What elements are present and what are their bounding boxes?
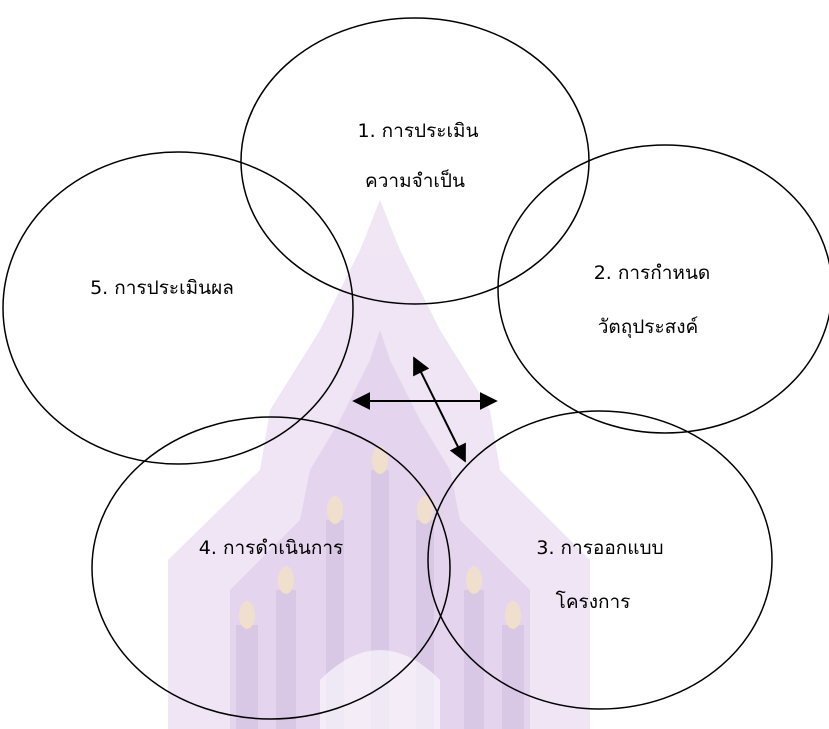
node-1-label-line2: ความจำเป็น — [365, 168, 465, 192]
circle-node-4 — [91, 416, 451, 720]
circle-node-2 — [497, 144, 829, 434]
circle-node-5 — [2, 151, 354, 465]
node-3-label-line2: โครงการ — [556, 590, 631, 613]
circle-node-3 — [427, 410, 773, 710]
watermark-emblem — [168, 200, 590, 729]
node-3-label-line1: 3. การออกแบบ — [536, 537, 663, 559]
circle-node-1 — [240, 17, 590, 305]
node-4-label: 4. การดำเนินการ — [199, 537, 343, 559]
node-1-label-line1: 1. การประเมิน — [357, 120, 478, 142]
node-5-label: 5. การประเมินผล — [90, 277, 234, 299]
node-2-label-line2: วัตถุประสงค์ — [598, 316, 699, 339]
diagonal-double-arrow — [413, 356, 466, 463]
node-2-label-line1: 2. การกำหนด — [594, 262, 711, 284]
